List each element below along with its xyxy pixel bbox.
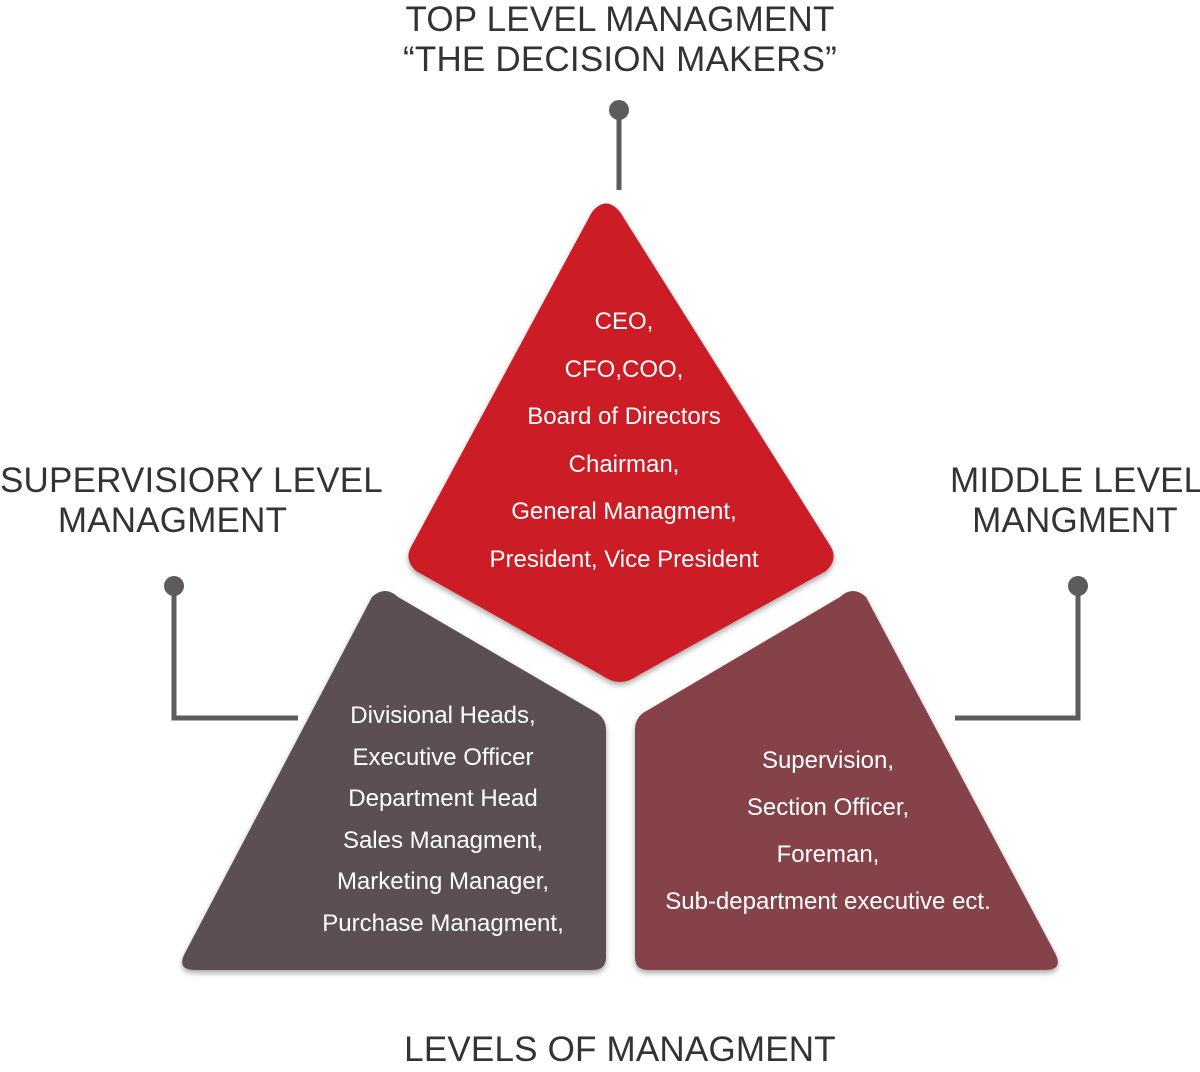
role-item: Sales Managment, (342, 826, 544, 854)
role-item: Purchase Managment, (322, 909, 564, 937)
title-line: “THE DECISION MAKERS” (403, 40, 837, 79)
supervisory-level-roles: Divisional Heads, Executive Officer Depa… (243, 695, 643, 944)
title-line: MANAGMENT (57, 501, 288, 540)
role-item: Chairman, (568, 450, 680, 478)
middle-level-segment (635, 591, 1058, 970)
role-item: CEO, (594, 308, 654, 335)
role-item: Department Head (348, 785, 538, 812)
caption-text: LEVELS OF MANAGMENT (404, 1030, 836, 1069)
supervisory-level-segment (182, 591, 606, 970)
role-item: Divisional Heads, (350, 702, 536, 729)
top-level-segment (408, 203, 834, 682)
left-connector (164, 576, 298, 721)
role-item: CFO,COO, (564, 355, 684, 383)
title-line: MIDDLE LEVEL (950, 461, 1200, 500)
role-item: Foreman, (776, 841, 880, 868)
title-line: SUPERVISIORY LEVEL (0, 461, 383, 500)
top-connector (609, 100, 629, 190)
role-item: Supervision, (761, 747, 895, 774)
top-level-title: TOP LEVEL MANAGMENT “THE DECISION MAKERS… (0, 0, 1200, 80)
top-level-roles: CEO, CFO,COO, Board of Directors Chairma… (424, 298, 824, 583)
role-item: General Managment, (511, 498, 737, 525)
role-item: Section Officer, (746, 794, 910, 821)
middle-level-title: MIDDLE LEVEL MANGMENT (950, 461, 1200, 541)
role-item: Board of Directors (527, 403, 721, 430)
title-line: TOP LEVEL MANAGMENT (405, 0, 835, 39)
role-item: President, Vice President (489, 545, 759, 573)
supervisory-level-title: SUPERVISIORY LEVEL MANAGMENT (0, 461, 383, 541)
role-item: Marketing Manager, (336, 868, 550, 895)
right-connector (955, 576, 1088, 721)
role-item: Sub-department executive ect. (665, 888, 991, 915)
role-item: Executive Officer (352, 743, 534, 771)
diagram-caption: LEVELS OF MANAGMENT (0, 1030, 1200, 1070)
title-line: MANGMENT (972, 501, 1178, 540)
middle-level-roles: Supervision, Section Officer, Foreman, S… (628, 737, 1028, 925)
